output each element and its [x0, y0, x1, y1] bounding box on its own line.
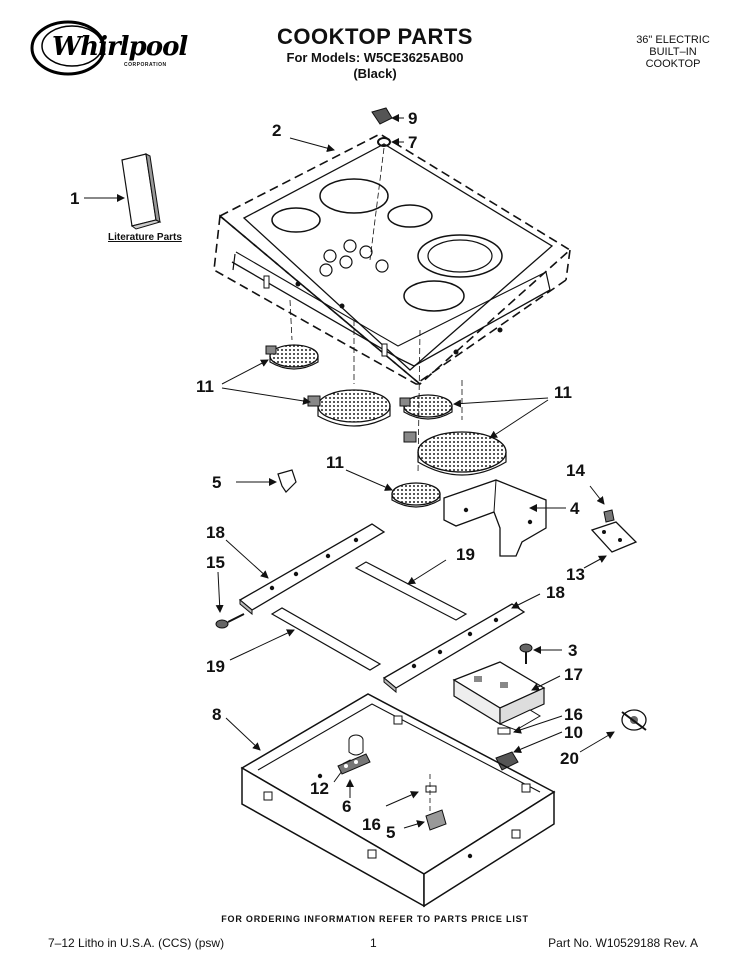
- part-number: Part No. W10529188 Rev. A: [548, 936, 698, 950]
- callout-18-left: 18: [206, 523, 225, 542]
- callout-16-right: 16: [564, 705, 583, 724]
- base-box: [225, 693, 556, 908]
- callout-6: 6: [342, 797, 351, 816]
- callout-3: 3: [568, 641, 577, 660]
- screw: [215, 571, 245, 629]
- logo-swirl-icon: [30, 20, 106, 76]
- terminal-bracket: [583, 485, 638, 569]
- callout-2: 2: [272, 121, 281, 140]
- side-rails: [225, 523, 541, 694]
- whirlpool-logo: Whirlpool CORPORATION: [20, 18, 190, 78]
- glass-cooktop: [213, 133, 572, 386]
- callout-13: 13: [566, 565, 585, 584]
- literature-booklet: [84, 153, 162, 230]
- brand-name: Whirlpool: [52, 32, 188, 62]
- litho-info: 7–12 Litho in U.S.A. (CCS) (psw): [48, 936, 225, 950]
- callout-11-left: 11: [196, 377, 214, 396]
- ordering-info: FOR ORDERING INFORMATION REFER TO PARTS …: [221, 914, 529, 924]
- callout-17: 17: [564, 665, 583, 684]
- callout-11-right: 11: [554, 383, 572, 402]
- ground-clip: [385, 774, 447, 831]
- product-type: 36" ELECTRIC BUILT–IN COOKTOP: [618, 34, 728, 70]
- callout-8: 8: [212, 705, 221, 724]
- element-bracket: [443, 479, 566, 557]
- control-box: [452, 643, 563, 771]
- literature-parts-label: Literature Parts: [108, 232, 182, 243]
- page-title: COOKTOP PARTS: [277, 24, 473, 49]
- callout-12: 12: [310, 779, 329, 798]
- callout-20: 20: [560, 749, 579, 768]
- callout-5-box: 5: [386, 823, 395, 842]
- callout-19-bottom: 19: [206, 657, 225, 676]
- surface-elements: [221, 299, 549, 508]
- exploded-diagram: 1 2 9 7 11 11 11 5 14 4 13 18 15 19 19 1…: [70, 107, 647, 908]
- callout-5-clip: 5: [212, 473, 221, 492]
- switch: [579, 709, 647, 753]
- product-type-line: BUILT–IN: [649, 46, 697, 58]
- callout-11-center: 11: [326, 453, 344, 472]
- callout-9: 9: [408, 109, 417, 128]
- callout-19-top: 19: [456, 545, 475, 564]
- callout-14: 14: [566, 461, 585, 480]
- page-number: 1: [370, 936, 377, 950]
- control-knob: [369, 107, 404, 261]
- product-type-line: 36" ELECTRIC: [636, 34, 710, 46]
- callout-18-right: 18: [546, 583, 565, 602]
- callout-10: 10: [564, 723, 583, 742]
- callout-4: 4: [570, 499, 580, 518]
- terminal-block: [333, 734, 371, 798]
- callout-16-box: 16: [362, 815, 381, 834]
- cross-brackets: [229, 559, 468, 671]
- callout-7: 7: [408, 133, 417, 152]
- brand-sub: CORPORATION: [124, 62, 167, 68]
- product-type-line: COOKTOP: [645, 58, 701, 70]
- models-line: For Models: W5CE3625AB00: [286, 50, 464, 65]
- callout-15: 15: [206, 553, 225, 572]
- clip: [236, 469, 297, 493]
- color-line: (Black): [353, 66, 397, 81]
- callout-1: 1: [70, 189, 79, 208]
